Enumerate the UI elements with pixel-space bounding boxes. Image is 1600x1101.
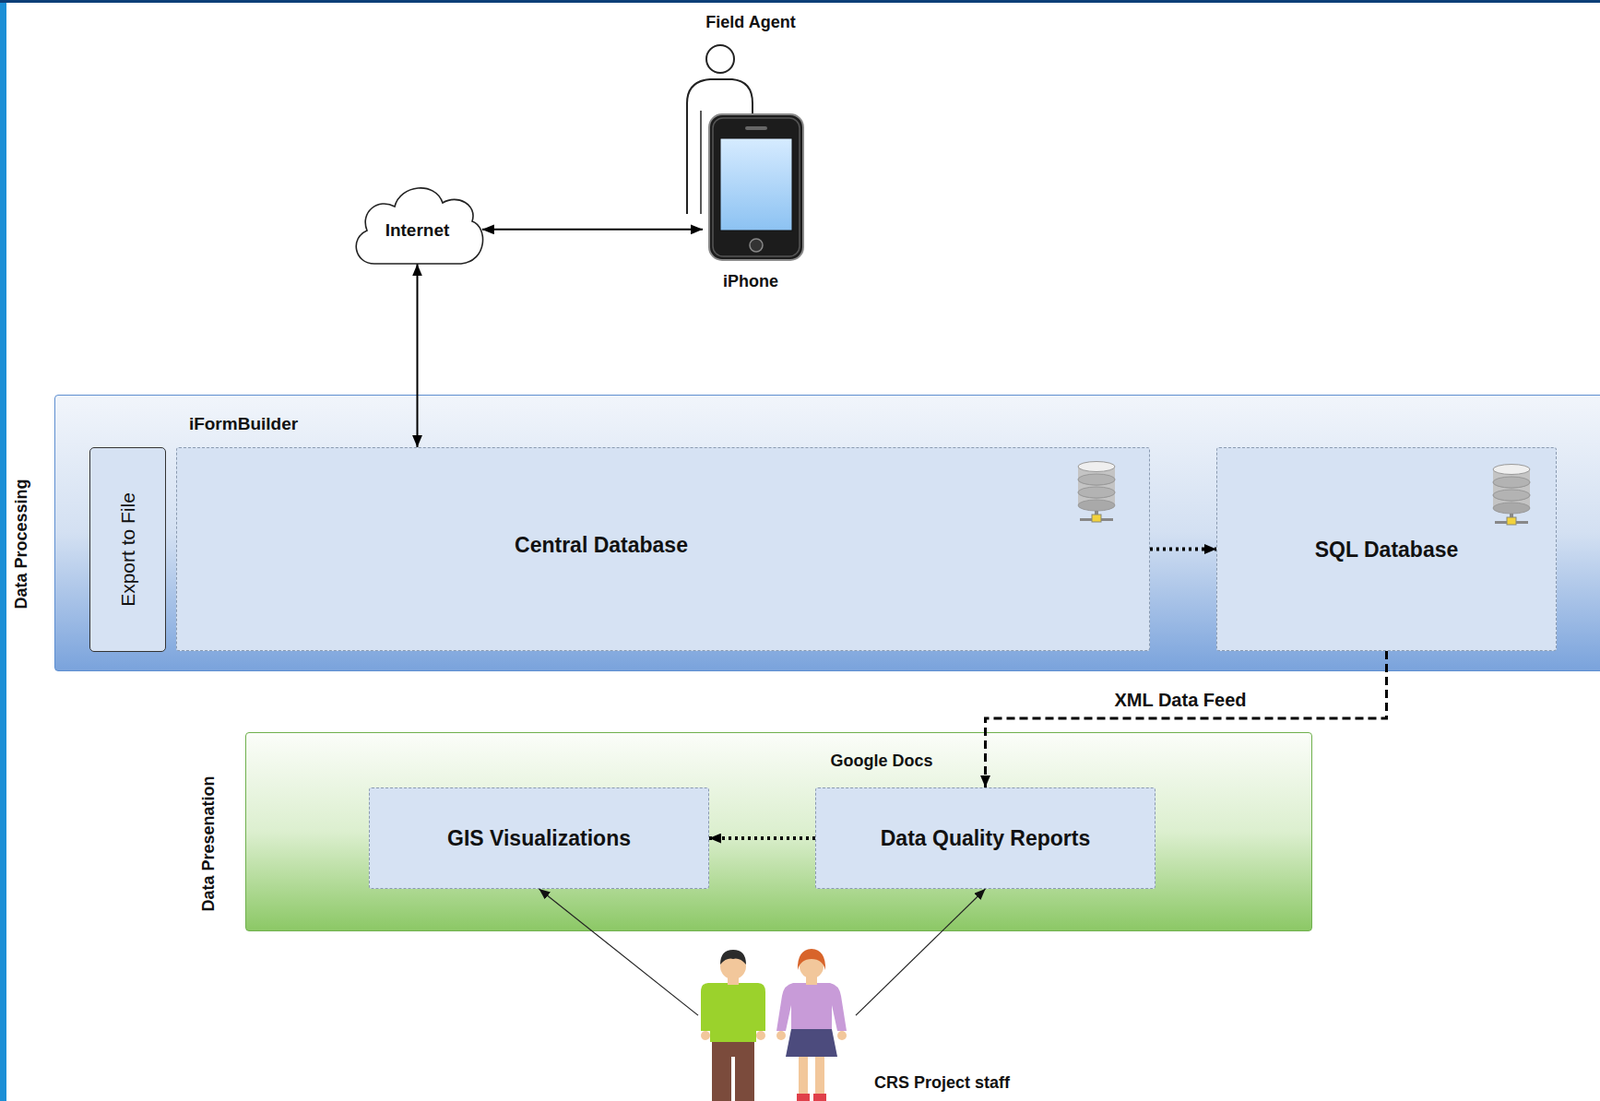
frame-strip bbox=[0, 0, 1600, 3]
process-band: Export to File Central Database SQL Databa… bbox=[54, 394, 1600, 672]
node-label: iPhone bbox=[722, 272, 779, 292]
connector bbox=[482, 228, 703, 231]
report-box: GIS Visualizations bbox=[368, 787, 710, 889]
phone-body bbox=[709, 114, 804, 261]
phone-screen bbox=[720, 138, 793, 231]
band-heading: Data Presenation bbox=[199, 775, 219, 912]
person-hand bbox=[700, 1031, 711, 1041]
phone-speaker bbox=[745, 126, 768, 131]
person-leg-gap bbox=[731, 1056, 735, 1101]
connector bbox=[539, 888, 700, 1016]
box-label: Data Quality Reports bbox=[880, 826, 1091, 851]
connector bbox=[985, 651, 1387, 788]
connector bbox=[416, 263, 419, 448]
person-hand bbox=[837, 1031, 847, 1041]
box-label: Central Database bbox=[514, 533, 688, 558]
frame-strip bbox=[0, 0, 7, 1101]
person-pants bbox=[711, 1042, 755, 1101]
box-label: GIS Visualizations bbox=[447, 826, 631, 851]
staff-group: CRS Project staff bbox=[698, 942, 856, 1101]
band-title: Google Docs bbox=[829, 751, 933, 771]
node-heading: Field Agent bbox=[705, 12, 795, 33]
cloud-node: Internet bbox=[346, 175, 488, 274]
person-shoe bbox=[813, 1093, 827, 1101]
connector bbox=[855, 888, 986, 1016]
band-title: iFormBuilder bbox=[189, 414, 298, 435]
edge-label: XML Data Feed bbox=[1111, 689, 1251, 712]
phone-button bbox=[749, 238, 763, 252]
band-heading: Data Processing bbox=[11, 478, 32, 609]
person-skirt bbox=[785, 1029, 838, 1057]
person-arm bbox=[699, 110, 702, 214]
person-hand bbox=[776, 1031, 786, 1041]
database-box: Central Database bbox=[176, 447, 1150, 652]
cloud-label: Internet bbox=[385, 220, 451, 241]
database-box: SQL Database bbox=[1216, 447, 1557, 652]
person-hand bbox=[756, 1031, 766, 1041]
export-box: Export to File bbox=[89, 447, 166, 652]
phone-bezel bbox=[712, 118, 800, 257]
database-icon bbox=[1493, 464, 1530, 526]
report-box: Data Quality Reports bbox=[815, 787, 1156, 889]
person-head bbox=[706, 45, 735, 73]
connector bbox=[1149, 547, 1217, 552]
box-label: SQL Database bbox=[1315, 536, 1459, 561]
person-hair bbox=[720, 949, 747, 965]
group-label: CRS Project staff bbox=[874, 1073, 1010, 1093]
person-shoe bbox=[796, 1093, 810, 1101]
person-top bbox=[776, 983, 847, 1032]
person-hair bbox=[797, 948, 826, 971]
database-icon bbox=[1078, 462, 1115, 523]
phone-node: Field AgentiPhone bbox=[702, 9, 799, 286]
box-label: Export to File bbox=[116, 492, 139, 607]
person-shirt bbox=[700, 983, 766, 1043]
presentation-band: GIS VisualizationsData Quality ReportsDa… bbox=[245, 732, 1313, 932]
cloud-shape bbox=[355, 188, 483, 264]
connector bbox=[709, 836, 816, 841]
